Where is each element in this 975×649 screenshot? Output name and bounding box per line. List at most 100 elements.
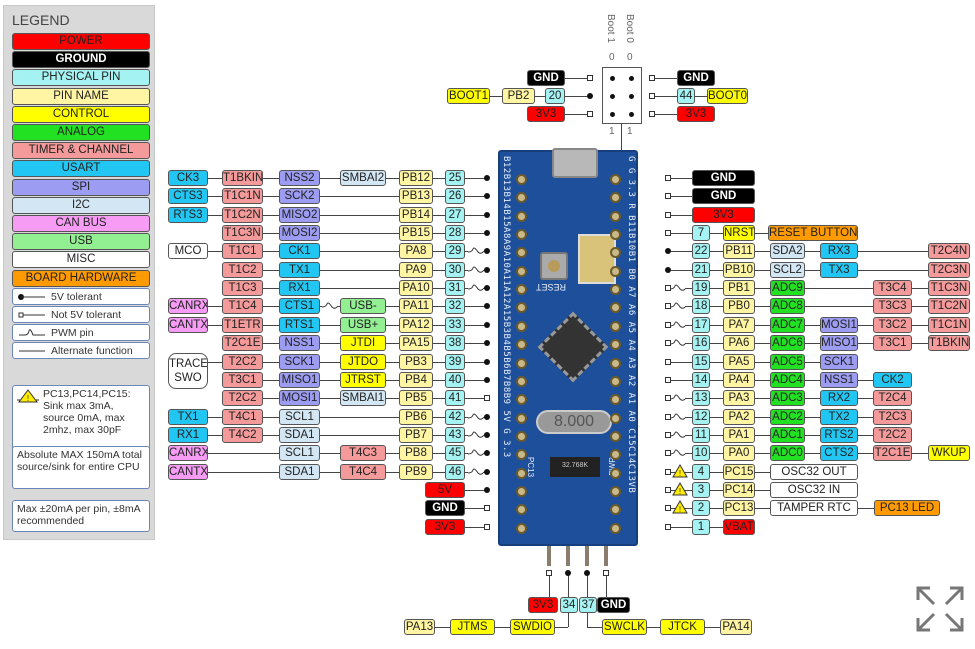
connector-line (178, 251, 487, 253)
boot-header[interactable] (602, 67, 642, 124)
pin-hole (610, 485, 621, 497)
pin-name-pa7: PA7 (723, 316, 755, 333)
alt-func-sda1: SDA1 (279, 463, 320, 480)
pin-name-pb13: PB13 (399, 188, 433, 205)
swd-gnd: GND (597, 597, 630, 613)
not-5v-tolerant-dot-icon (665, 450, 671, 457)
not-5v-tolerant-dot-icon (665, 486, 671, 493)
alt-func-t2c2: T2C2 (873, 426, 912, 443)
pin-name-pb0: PB0 (723, 298, 755, 315)
5v-tolerant-dot-icon (484, 358, 490, 365)
pin-name-pb3: PB3 (399, 353, 433, 370)
pin-hole (610, 467, 621, 479)
5v-tolerant-dot-icon (484, 303, 490, 310)
boot1-control: BOOT1 (447, 88, 490, 104)
pin-name-pa10: PA10 (399, 280, 433, 297)
alt-func-adc5: ADC5 (770, 353, 805, 370)
alt-func-sda1: SDA1 (279, 426, 320, 443)
alt-func-jtdi: JTDI (340, 335, 386, 352)
physical-pin-11: 11 (692, 426, 710, 443)
alt-func-t2c2: T2C2 (222, 390, 263, 407)
alt-func-miso1: MISO1 (820, 335, 858, 352)
pin-name-pa1: PA1 (723, 426, 755, 443)
alt-func-mco: MCO (168, 243, 208, 260)
alt-func-tx1: TX1 (168, 408, 208, 425)
alt-func-rx1: RX1 (168, 426, 208, 443)
pin-hole (610, 192, 621, 204)
alt-func-scl2: SCL2 (770, 261, 805, 278)
reset-button[interactable] (540, 252, 568, 280)
connector-line (568, 613, 569, 627)
physical-pin-27: 27 (445, 206, 465, 223)
pin-hole (610, 210, 621, 222)
header-pin (610, 76, 615, 81)
legend-note-max-cpu: Absolute MAX 150mA total source/sink for… (12, 446, 150, 489)
alt-func-t4c2: T4C2 (222, 426, 263, 443)
legend-ground: GROUND (12, 51, 150, 69)
pin-hole (610, 412, 621, 424)
alt-func-smbai1: SMBAI1 (340, 390, 386, 407)
pwm-wave-icon (468, 264, 484, 275)
pwm-wave-icon (468, 429, 484, 440)
connector-line (465, 508, 487, 510)
pin-hole (516, 339, 527, 351)
pin-name-pa2: PA2 (723, 408, 755, 425)
pin-name-pb2: PB2 (502, 88, 535, 104)
alt-func-adc3: ADC3 (770, 390, 805, 407)
connector-line (178, 416, 487, 418)
alt-func-t1etr: T1ETR (222, 316, 263, 333)
physical-pin-19: 19 (692, 280, 710, 297)
pwm-wave-icon (670, 393, 686, 404)
blue-pill-board: RESET 8.000 32.768K PC13 PWR B12B13B14B1… (498, 148, 638, 546)
right-silkscreen: G G 3.3 R B11B10B1 B0 A7 A6 A5 A4 A3 A2 … (626, 156, 636, 494)
legend-timer-channel: TIMER & CHANNEL (12, 142, 150, 160)
not-5v-tolerant-dot-icon (649, 75, 655, 81)
physical-pin-14: 14 (692, 371, 710, 388)
pin-name-pa0: PA0 (723, 445, 755, 462)
connector-line (565, 114, 590, 115)
connector-line (587, 613, 588, 627)
boot-jumpers[interactable] (578, 234, 616, 284)
connector-line (178, 178, 487, 179)
legend-physical-pin: PHYSICAL PIN (12, 69, 150, 87)
connector-line (668, 178, 692, 179)
pin-hole (516, 504, 527, 516)
not-5v-tolerant-dot-icon (665, 175, 671, 181)
header-pin (610, 94, 615, 99)
alt-func-mosi1: MOSI1 (279, 390, 320, 407)
connector-line (232, 269, 487, 271)
pin-hole (516, 357, 527, 369)
alt-func-rx1: RX1 (279, 280, 320, 297)
physical-pin-7: 7 (692, 225, 710, 242)
not-5v-tolerant-dot-icon (603, 570, 609, 576)
5v-tolerant-dot-icon (484, 431, 490, 438)
physical-pin-1: 1 (692, 518, 710, 535)
pin-name-pb4: PB4 (399, 371, 433, 388)
pin-hole (516, 522, 527, 534)
warning-icon: ! (672, 500, 688, 514)
pin-name-pa4: PA4 (723, 371, 755, 388)
alt-func-t3c1: T3C1 (222, 371, 263, 388)
pin-hole (516, 449, 527, 461)
alt-func-t1c1n: T1C1N (222, 188, 263, 205)
5v-tolerant-dot-icon (484, 285, 490, 292)
connector-line (606, 573, 607, 597)
pwm-wave-icon (468, 448, 484, 459)
fullscreen-expand-icon[interactable] (914, 584, 966, 634)
right-3v3-pin: 3V3 (692, 206, 755, 223)
not-5v-tolerant-dot-icon (665, 340, 671, 347)
alt-func-t1bkin: T1BKIN (928, 335, 970, 352)
alt-func-canrx: CANRX (168, 298, 208, 315)
boot0-control: BOOT0 (707, 88, 748, 104)
pwm-wave-icon (468, 411, 484, 422)
not-5v-tolerant-dot-icon (665, 413, 671, 420)
alt-func-jtrst: JTRST (340, 371, 386, 388)
alt-func-t2c4n: T2C4N (928, 243, 970, 260)
pin-hole (516, 284, 527, 296)
legend-pin-name: PIN NAME (12, 87, 150, 105)
alt-func-t1c3: T1C3 (222, 280, 263, 297)
connector-line (652, 78, 677, 79)
header-pin (610, 112, 615, 117)
pin-hole (610, 522, 621, 534)
